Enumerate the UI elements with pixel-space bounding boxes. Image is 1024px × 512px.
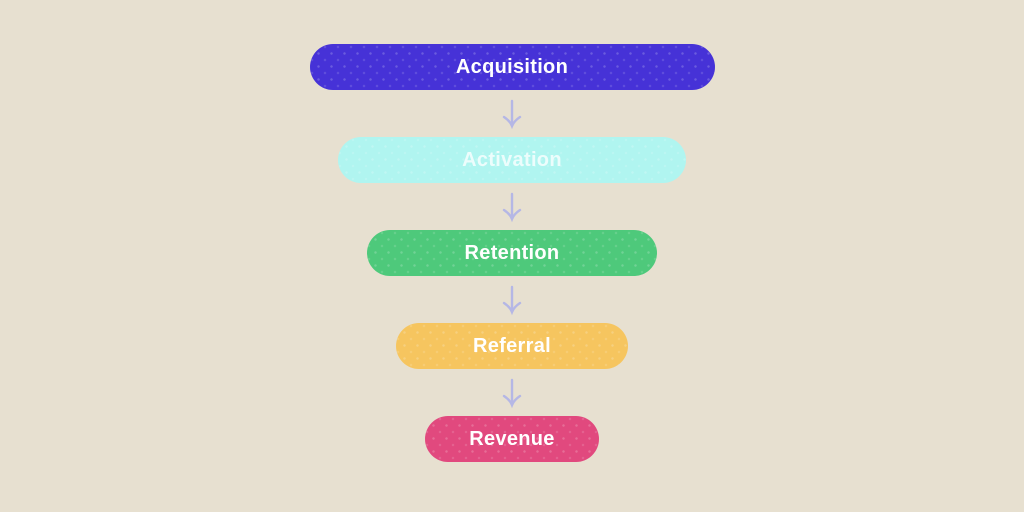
down-arrow-icon bbox=[502, 285, 522, 315]
connector bbox=[499, 276, 525, 323]
stage-label: Revenue bbox=[469, 427, 555, 450]
funnel-stage-retention: Retention bbox=[367, 230, 657, 276]
connector bbox=[499, 369, 525, 416]
funnel-stage-revenue: Revenue bbox=[425, 416, 599, 462]
connector bbox=[499, 183, 525, 230]
connector bbox=[499, 90, 525, 137]
stage-label: Activation bbox=[462, 148, 562, 171]
stage-label: Acquisition bbox=[455, 55, 569, 78]
down-arrow-icon bbox=[502, 192, 522, 222]
down-arrow-icon bbox=[502, 99, 522, 129]
funnel-stage-acquisition: Acquisition bbox=[309, 44, 715, 90]
funnel-stage-referral: Referral bbox=[396, 323, 628, 369]
stage-label: Referral bbox=[473, 334, 551, 357]
funnel-stack: Acquisition Activation Retention bbox=[0, 44, 1024, 462]
down-arrow-icon bbox=[502, 378, 522, 408]
funnel-stage-activation: Activation bbox=[338, 137, 686, 183]
stage-label: Retention bbox=[464, 241, 560, 264]
